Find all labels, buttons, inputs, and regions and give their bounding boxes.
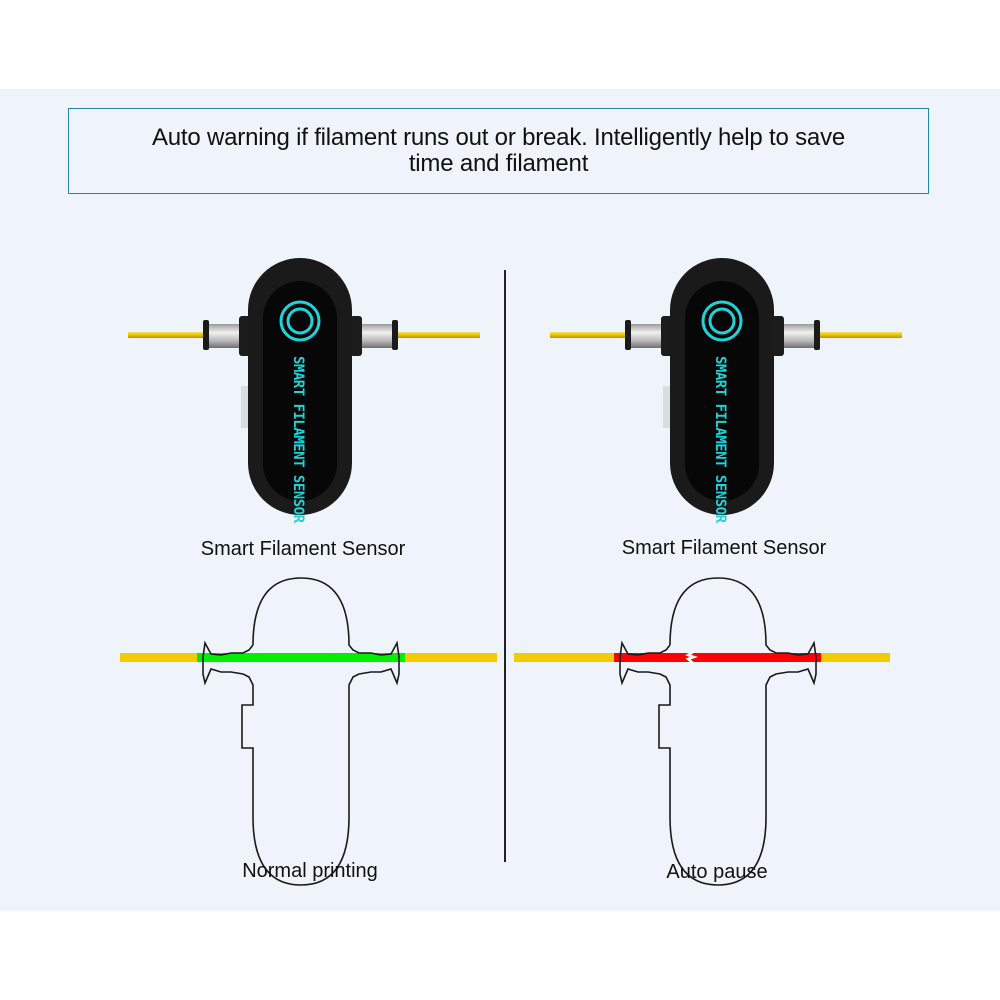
- device-print-text: SMART FILAMENT SENSOR: [290, 356, 306, 524]
- break-crack-icon: [685, 650, 698, 664]
- headline-box: Auto warning if filament runs out or bre…: [68, 108, 929, 194]
- normal-printing-caption: Normal printing: [242, 860, 378, 882]
- device-print-text: SMART FILAMENT SENSOR: [712, 356, 728, 524]
- left-sensor-device: SMART FILAMENT SENSOR: [126, 256, 482, 524]
- filament-broken-segment: [614, 653, 821, 662]
- left-device-label: Smart Filament Sensor: [200, 538, 406, 560]
- auto-pause-diagram: [514, 577, 890, 886]
- vertical-divider: [504, 270, 506, 862]
- filament-detected-segment: [197, 653, 405, 662]
- headline-text: Auto warning if filament runs out or bre…: [151, 124, 846, 177]
- right-sensor-device: SMART FILAMENT SENSOR: [548, 256, 904, 524]
- right-device-label: Smart Filament Sensor: [621, 537, 827, 559]
- content-panel: [0, 89, 1000, 911]
- normal-printing-diagram: [120, 577, 497, 886]
- auto-pause-caption: Auto pause: [666, 861, 768, 883]
